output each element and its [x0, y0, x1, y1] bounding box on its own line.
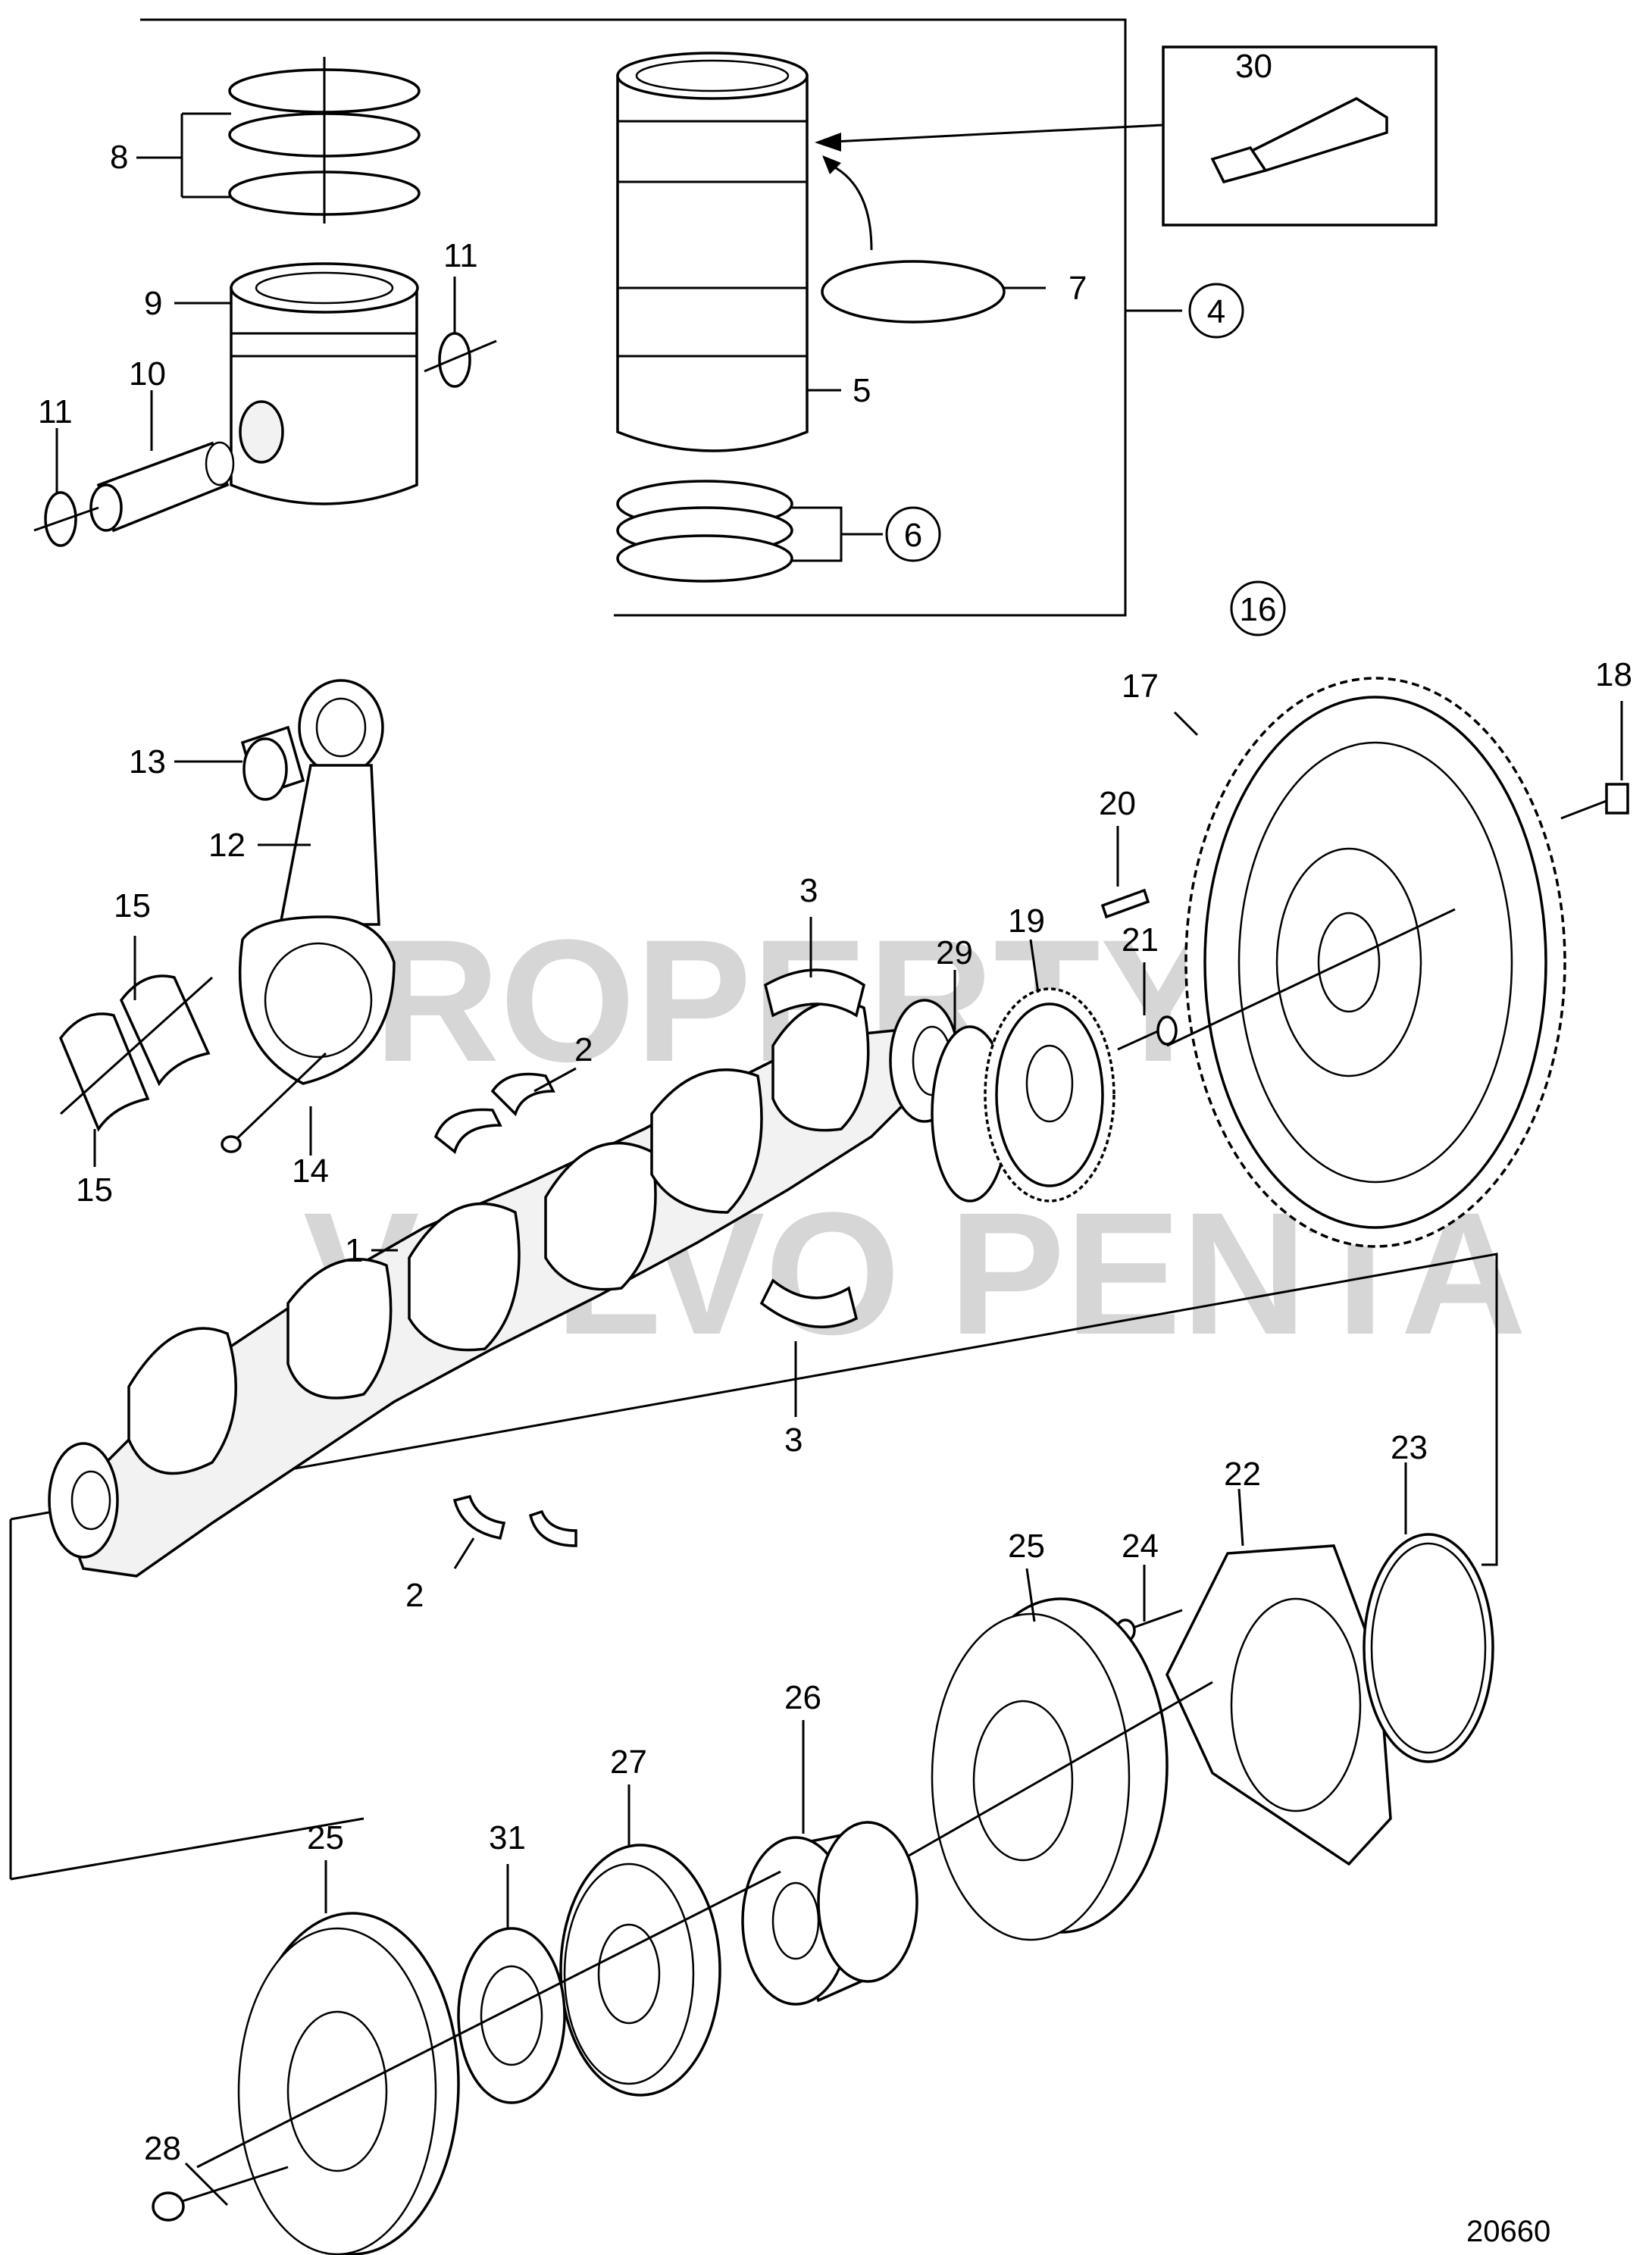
thrust-washers-lower [452, 1494, 577, 1547]
callout-2-top: 2 [574, 1031, 593, 1068]
liner-o-rings [616, 480, 793, 583]
crankshaft-hub [741, 1821, 918, 2006]
callout-11-right: 11 [443, 237, 478, 274]
pulley [559, 1844, 721, 2097]
liner-seal-ring [821, 155, 1006, 324]
callout-5: 5 [853, 372, 871, 409]
callout-20: 20 [1099, 785, 1136, 822]
leader-lines [55, 112, 1623, 2207]
callout-19: 19 [1008, 902, 1045, 940]
connecting-rod-bolt [221, 1052, 327, 1153]
callout-3-top: 3 [799, 872, 818, 909]
dowel-pin [1100, 888, 1150, 919]
circlip-left [33, 491, 99, 547]
vibration-damper-front [196, 1870, 781, 2255]
piston-rings [228, 57, 421, 224]
piston-pin [89, 441, 235, 533]
callout-23: 23 [1391, 1429, 1428, 1466]
callout-12: 12 [208, 827, 246, 864]
cylinder-liner-group-frame [140, 18, 1182, 617]
big-end-bearing-lower [58, 976, 214, 1132]
callout-1: 1 [345, 1232, 363, 1269]
spacer-ring [457, 1927, 566, 2104]
callout-30: 30 [1235, 48, 1272, 85]
callout-11-left: 11 [38, 393, 73, 430]
callout-15-top: 15 [114, 887, 151, 924]
rear-cover [1165, 1544, 1392, 1866]
ref-label-16: 16 [1240, 591, 1277, 628]
flywheel [1166, 677, 1566, 1248]
crankshaft [48, 999, 986, 1578]
connecting-rod [238, 679, 396, 1085]
callout-8: 8 [110, 139, 128, 176]
ref-label-4: 4 [1207, 293, 1225, 330]
callout-26: 26 [784, 1679, 821, 1716]
callout-25-left: 25 [307, 1819, 344, 1856]
ref-circle-4: 4 [1188, 283, 1244, 339]
flywheel-housing-bolt [1560, 783, 1629, 820]
vibration-damper-rear [893, 1597, 1213, 1941]
cylinder-liner [616, 52, 809, 452]
front-parts-frame [9, 1253, 1498, 1881]
callout-25-right: 25 [1008, 1528, 1045, 1565]
callout-labels: 30 8 9 11 10 11 7 5 18 17 13 20 12 3 15 … [38, 48, 1632, 2167]
callout-2-bottom: 2 [405, 1577, 424, 1614]
callout-31: 31 [489, 1819, 526, 1856]
callout-29: 29 [936, 934, 973, 971]
crankshaft-gear [984, 987, 1115, 1203]
callout-7: 7 [1068, 270, 1087, 307]
callout-10: 10 [129, 355, 166, 393]
callout-24: 24 [1122, 1528, 1159, 1565]
ref-circle-16: 16 [1230, 580, 1286, 636]
callout-15-bottom: 15 [76, 1171, 113, 1209]
callout-28: 28 [144, 2130, 181, 2167]
big-end-bearing-upper [119, 974, 211, 1087]
ref-circle-6: 6 [885, 506, 941, 562]
callout-17: 17 [1122, 668, 1159, 705]
figure-number: 20660 [1466, 2215, 1550, 2248]
connecting-rod-bushing [240, 725, 305, 801]
callout-18: 18 [1595, 656, 1632, 693]
callout-9: 9 [144, 285, 162, 322]
callout-3-bottom: 3 [784, 1421, 803, 1459]
main-bearing-upper [763, 968, 865, 1018]
callout-14: 14 [292, 1153, 329, 1190]
thrust-washers-upper [433, 1072, 555, 1155]
damper-bolt [152, 2166, 289, 2222]
main-bearing-lower [759, 1278, 859, 1328]
circlip-right [424, 332, 497, 388]
callout-21: 21 [1122, 921, 1159, 959]
piston [230, 262, 419, 505]
callout-22: 22 [1224, 1456, 1261, 1493]
ref-label-6: 6 [904, 517, 922, 554]
callout-27: 27 [610, 1744, 647, 1781]
sealant-box [815, 45, 1438, 227]
crankshaft-seal [1363, 1533, 1494, 1763]
callout-13: 13 [129, 743, 166, 780]
flywheel-bolt [1117, 1015, 1178, 1051]
